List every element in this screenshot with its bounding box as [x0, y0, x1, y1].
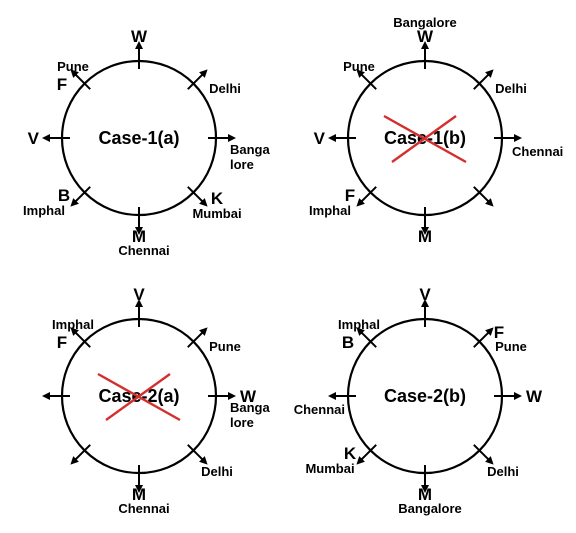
- arrow-head-icon: [228, 392, 236, 400]
- seat-arrow-sw: [73, 186, 91, 204]
- city-label-nw: Imphal: [338, 317, 380, 332]
- arrow-head-icon: [328, 134, 336, 142]
- seat-arrow-ne: [187, 72, 205, 90]
- person-label-s: M: [418, 227, 432, 246]
- city-label-e: Chennai: [512, 144, 563, 159]
- seat-arrow-se: [187, 186, 205, 204]
- seat-arrow-ne: [473, 72, 491, 90]
- seat-arrow-ne: [187, 330, 205, 348]
- person-label-s: M: [418, 485, 432, 504]
- seat-arrow-nw: [359, 72, 377, 90]
- seat-arrow-nw: [73, 330, 91, 348]
- person-label-s: M: [132, 227, 146, 246]
- city-label-ne: Pune: [209, 339, 241, 354]
- city-label-se: Delhi: [201, 464, 233, 479]
- arrow-head-icon: [135, 299, 143, 307]
- arrow-head-icon: [328, 392, 336, 400]
- seat-arrow-nw: [359, 330, 377, 348]
- arrow-head-icon: [356, 456, 365, 465]
- seat-arrow-sw: [73, 444, 91, 462]
- city-label-s: Bangalore: [398, 501, 462, 516]
- arrow-head-icon: [70, 327, 79, 336]
- city-label-w: Chennai: [294, 402, 345, 417]
- person-label-sw: B: [58, 186, 70, 205]
- arrow-head-icon: [485, 69, 494, 78]
- person-label-n: W: [131, 27, 148, 46]
- rejected-cross-icon: [97, 372, 181, 422]
- seat-arrow-se: [473, 444, 491, 462]
- city-label-ne: Delhi: [495, 81, 527, 96]
- arrow-head-icon: [135, 227, 143, 235]
- person-label-sw: K: [344, 444, 357, 463]
- case-title: Case-1(a): [98, 128, 179, 148]
- arrow-head-icon: [42, 392, 50, 400]
- person-label-n: V: [419, 285, 431, 304]
- arrow-head-icon: [356, 198, 365, 207]
- person-label-e: W: [526, 387, 543, 406]
- person-label-ne: F: [494, 323, 504, 342]
- city-label-se: Mumbai: [192, 206, 241, 221]
- person-label-sw: F: [345, 186, 355, 205]
- seat-arrow-nw: [73, 72, 91, 90]
- arrow-head-icon: [514, 134, 522, 142]
- person-label-n: V: [133, 285, 145, 304]
- arrow-head-icon: [135, 485, 143, 493]
- arrow-head-icon: [199, 69, 208, 78]
- city-label-sw: Mumbai: [305, 461, 354, 476]
- arrow-head-icon: [356, 327, 365, 336]
- person-label-nw: F: [57, 333, 67, 352]
- city-label-ne: Pune: [495, 339, 527, 354]
- city-label-s: Chennai: [118, 243, 169, 258]
- city-label-nw: Pune: [57, 59, 89, 74]
- city-label-se: Delhi: [487, 464, 519, 479]
- arrow-head-icon: [421, 227, 429, 235]
- person-label-nw: B: [342, 333, 354, 352]
- person-label-nw: F: [57, 75, 67, 94]
- rejected-cross-icon: [383, 114, 467, 164]
- arrow-head-icon: [356, 69, 365, 78]
- seat-arrow-se: [473, 186, 491, 204]
- person-label-w: V: [28, 129, 40, 148]
- person-label-s: M: [132, 485, 146, 504]
- arrow-head-icon: [485, 198, 494, 207]
- arrow-head-icon: [421, 299, 429, 307]
- diagram-3: Case-2(a)VPuneWBangaloreDelhiMChennaiFIm…: [42, 285, 271, 516]
- arrow-head-icon: [199, 456, 208, 465]
- arrow-head-icon: [421, 485, 429, 493]
- city-label-n: Bangalore: [393, 15, 457, 30]
- person-label-se: K: [211, 189, 224, 208]
- arrow-head-icon: [514, 392, 522, 400]
- city-label-sw: Imphal: [309, 203, 351, 218]
- diagram-2: Case-1(b)WBangaloreDelhiChennaiMFImphalV…: [309, 15, 563, 246]
- person-label-e: W: [240, 387, 257, 406]
- seat-arrow-sw: [359, 444, 377, 462]
- seat-arrow-sw: [359, 186, 377, 204]
- arrow-head-icon: [228, 134, 236, 142]
- arrow-head-icon: [485, 456, 494, 465]
- case-title: Case-2(b): [384, 386, 466, 406]
- arrow-head-icon: [485, 327, 494, 336]
- city-label-nw: Pune: [343, 59, 375, 74]
- seat-arrow-ne: [473, 330, 491, 348]
- arrow-head-icon: [199, 198, 208, 207]
- arrow-head-icon: [199, 327, 208, 336]
- arrow-head-icon: [70, 456, 79, 465]
- seat-arrow-se: [187, 444, 205, 462]
- city-label-sw: Imphal: [23, 203, 65, 218]
- arrow-head-icon: [421, 41, 429, 49]
- arrow-head-icon: [42, 134, 50, 142]
- city-label-s: Chennai: [118, 501, 169, 516]
- city-label-nw: Imphal: [52, 317, 94, 332]
- arrow-head-icon: [135, 41, 143, 49]
- city-label-ne: Delhi: [209, 81, 241, 96]
- arrow-head-icon: [70, 69, 79, 78]
- arrow-head-icon: [70, 198, 79, 207]
- person-label-w: V: [314, 129, 326, 148]
- person-label-n: W: [417, 27, 434, 46]
